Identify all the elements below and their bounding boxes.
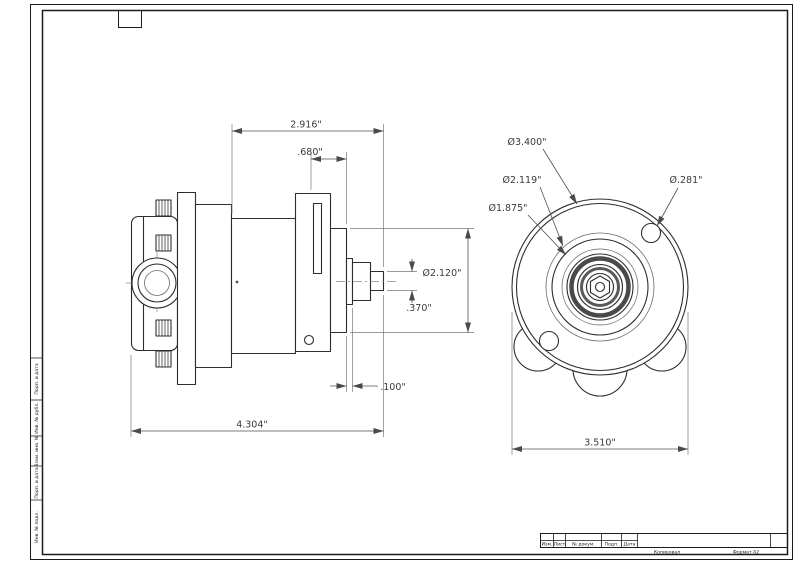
dim-text: .680"	[297, 147, 323, 158]
dim-text: .370"	[406, 303, 432, 314]
pump-body-outline	[230, 217, 297, 355]
leader-line	[527, 214, 567, 256]
dim-text: Ø.281"	[670, 175, 703, 186]
side-stamp-label: Подп. и дата	[34, 363, 40, 394]
extension-lines	[350, 228, 474, 333]
front-view: Ø3.400" Ø2.119" Ø1.875" Ø.281" 3.510"	[488, 137, 703, 455]
port-inner-circle	[137, 263, 177, 303]
dim-text: Ø1.875"	[488, 203, 527, 214]
port-outer-circle	[131, 257, 183, 309]
dim-pilot-diameter: Ø2.120"	[350, 228, 474, 333]
flange-rim-circle	[515, 202, 685, 372]
mount-hole-lower-left	[538, 330, 560, 352]
shaft-center-hole	[594, 281, 606, 293]
plate-slot	[312, 202, 323, 275]
outer-border	[30, 4, 793, 560]
leader-pilot-diameter: Ø1.875"	[488, 203, 567, 256]
side-stamp-label: Инв. № дубл.	[34, 402, 40, 433]
fitting-stud-mid-upper	[155, 234, 172, 252]
dim-overall-length: 4.304"	[130, 295, 384, 437]
side-view: 2.916" .680" 4.304" Ø2.120" .370" .1	[126, 120, 474, 437]
dim-body-length: 2.916"	[231, 120, 384, 267]
dim-flange-offset: .680"	[297, 147, 347, 224]
sheet-frame: Подп. и дата Инв. № дубл. Взам. инв. № П…	[30, 4, 793, 560]
title-block-dividers	[540, 533, 788, 548]
side-stamp-label: Инв. № подл.	[34, 511, 40, 543]
pilot-circle	[551, 238, 649, 336]
body-center-mark	[235, 280, 239, 284]
dim-overall-width: 3.510"	[511, 312, 689, 455]
extension-lines	[130, 295, 384, 437]
leader-bolt-circle: Ø2.119"	[502, 175, 564, 247]
side-stamp-dividers	[30, 357, 43, 501]
format-label: Формат А2	[733, 549, 759, 555]
hub-outer-ring	[566, 253, 634, 321]
title-col-dokum: № докум.	[572, 541, 595, 547]
copied-label: Копировал	[654, 549, 680, 555]
dim-step: .100"	[330, 308, 406, 393]
front-housing-outline	[194, 203, 233, 369]
first-use-box	[118, 10, 142, 28]
mount-hole-upper-right	[640, 222, 662, 244]
dim-text: Ø2.119"	[502, 175, 541, 186]
shaft-circle	[585, 272, 615, 302]
leader-line	[542, 148, 578, 205]
mount-flange-outline	[176, 191, 197, 386]
port-thread-circle	[144, 270, 170, 296]
shaft-end-outline	[369, 270, 385, 292]
pilot-boss-outline	[329, 227, 348, 334]
shaft-seal-band	[580, 267, 620, 307]
dim-text: Ø3.400"	[507, 137, 546, 148]
leader-hole-diameter: Ø.281"	[656, 175, 703, 227]
hub-mid-ring	[576, 263, 624, 311]
title-block: Изм. Лист № докум. Подп. Дата Копировал …	[540, 533, 788, 555]
dim-text: 4.304"	[236, 420, 268, 431]
fitting-stud-top	[155, 199, 172, 217]
title-col-data: Дата	[624, 541, 636, 547]
shaft-hex-socket	[589, 275, 611, 299]
extension-lines	[346, 308, 353, 392]
fitting-stud-mid-lower	[155, 319, 172, 337]
dim-text: .100"	[380, 382, 406, 393]
bolt-circle	[545, 232, 655, 342]
side-stamp-label: Подп. и дата	[34, 467, 40, 498]
side-stamp-label: Взам. инв. №	[34, 435, 40, 466]
dim-text: 2.916"	[290, 120, 322, 131]
extension-lines	[231, 124, 384, 267]
hub-dark-band	[569, 256, 631, 318]
extension-lines	[387, 271, 417, 291]
inner-border	[41, 9, 789, 556]
leader-line	[656, 187, 679, 227]
dim-text: Ø2.120"	[422, 268, 461, 279]
title-col-izm: Изм.	[542, 541, 553, 547]
dim-text: 3.510"	[584, 438, 616, 449]
plate-hole	[303, 334, 315, 346]
extension-lines	[511, 312, 689, 455]
flange-outer-circle	[511, 198, 689, 376]
title-col-list: Лист	[554, 541, 566, 547]
fitting-stud-bottom	[155, 350, 172, 368]
leader-line	[539, 186, 564, 247]
leader-flange-diameter: Ø3.400"	[507, 137, 578, 205]
boss-face-circle	[561, 248, 639, 326]
dim-shaft-length: .370"	[387, 259, 432, 314]
title-col-podp: Подп.	[605, 541, 619, 547]
